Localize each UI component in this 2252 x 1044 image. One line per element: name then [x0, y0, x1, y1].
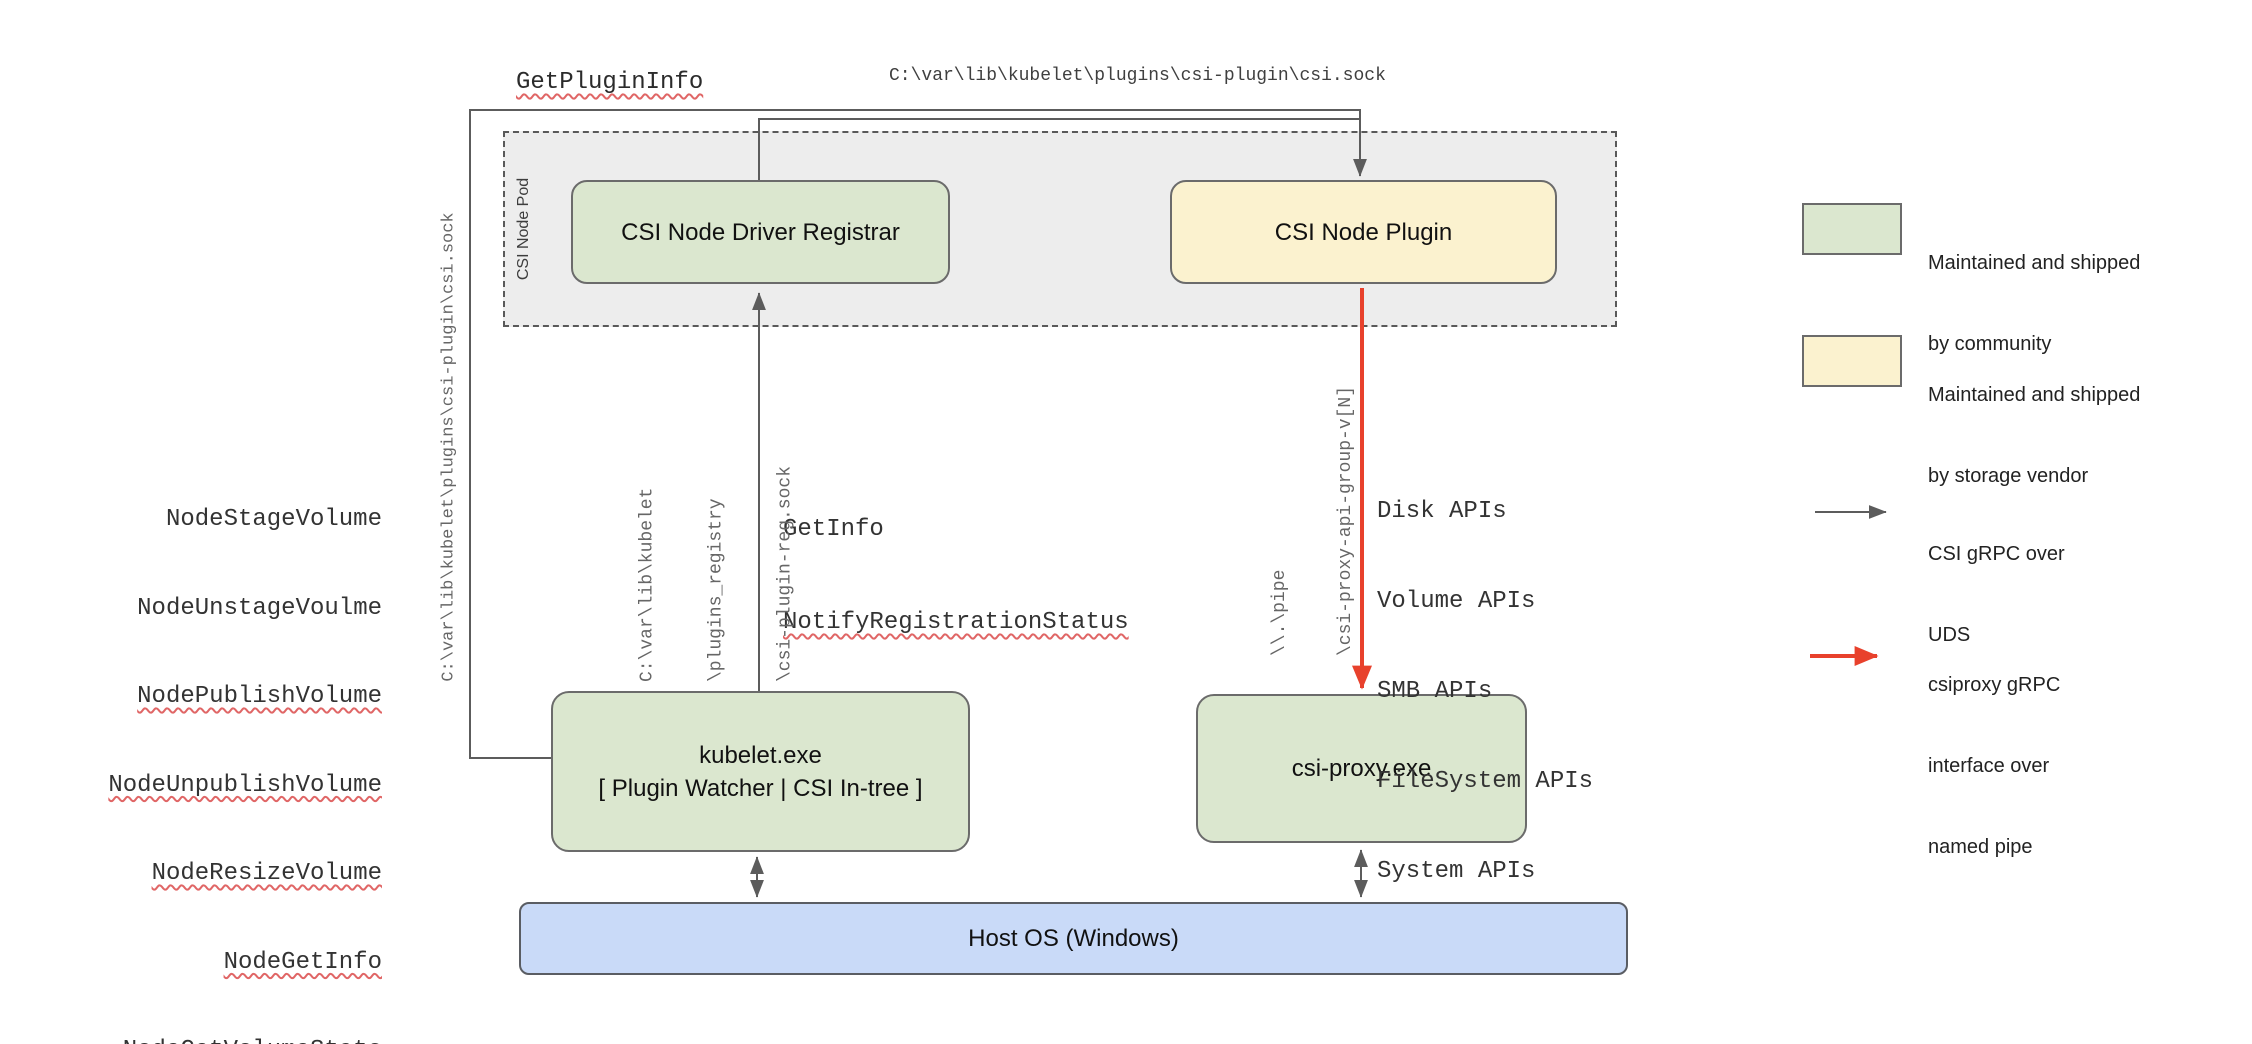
proxy-api: Disk APIs — [1377, 498, 1507, 525]
csi-proxy-label: csi-proxy.exe — [1291, 755, 1432, 782]
plugin-registry-path-line: \csi-plugin-reg.sock — [775, 465, 796, 683]
node-plugin-box: CSI Node Plugin — [1170, 180, 1557, 284]
legend-vendor-line2: by storage vendor — [1928, 465, 2089, 487]
uds-line-registrar-to-plugin — [758, 118, 1359, 180]
node-plugin-label: CSI Node Plugin — [1274, 218, 1453, 246]
legend-community-line1: Maintained and shipped — [1928, 252, 2141, 274]
kubelet-label-line1: kubelet.exe — [699, 741, 822, 769]
proxy-api: FileSystem APIs — [1377, 768, 1594, 795]
node-method: NodeUnpublishVolume — [108, 771, 382, 799]
proxy-api: Volume APIs — [1377, 588, 1536, 615]
proxy-api-list: Disk APIs Volume APIs SMB APIs FileSyste… — [1377, 437, 1593, 947]
node-registrar-box: CSI Node Driver Registrar — [571, 180, 950, 284]
legend-namedpipe-text: csiproxy gRPC interface over named pipe — [1928, 618, 2060, 915]
csi-node-pod-label: CSI Node Pod — [515, 177, 532, 281]
legend-namedpipe-line2: interface over — [1928, 755, 2050, 777]
uds-arrow-kubelet-to-plugin — [469, 109, 1367, 759]
node-method: NodeGetInfo — [223, 948, 382, 976]
proxy-api: SMB APIs — [1377, 678, 1493, 705]
named-pipe-path-label: \\.\pipe \csi-proxy-api-group-v[N] — [1225, 386, 1401, 656]
plugin-registry-path-label: C:\var\lib\kubelet \plugins_registry \cs… — [591, 466, 844, 682]
registration-rpc-labels: GetInfo NotifyRegistrationStatus — [783, 452, 1129, 700]
csi-sock-path-left-label: C:\var\lib\kubelet\plugins\csi-plugin\cs… — [439, 212, 459, 682]
kubelet-label-line2: [ Plugin Watcher | CSI In-tree ] — [598, 774, 923, 802]
node-method: NodeStageVolume — [165, 506, 382, 533]
node-method: NodeResizeVolume — [151, 860, 382, 887]
named-pipe-path-line: \\.\pipe — [1270, 569, 1290, 657]
node-method: NodePublishVolume — [137, 683, 382, 710]
legend-vendor-swatch — [1802, 335, 1902, 387]
legend-uds-text: CSI gRPC over UDS — [1928, 487, 2065, 703]
host-os-label: Host OS (Windows) — [968, 925, 1179, 952]
node-methods-list: NodeStageVolume NodeUnstageVoulme NodePu… — [60, 446, 382, 1044]
legend-uds-line2: UDS — [1928, 624, 1971, 646]
legend-namedpipe-line3: named pipe — [1928, 836, 2033, 858]
proxy-api: System APIs — [1377, 858, 1536, 885]
legend-community-text: Maintained and shipped by community — [1928, 196, 2140, 412]
legend-vendor-line1: Maintained and shipped — [1928, 384, 2141, 406]
legend-community-line2: by community — [1928, 333, 2052, 355]
legend-uds-line1: CSI gRPC over — [1928, 543, 2065, 565]
node-method: NodeGetVolumeStats — [60, 1036, 382, 1044]
csi-sock-path-top-label: C:\var\lib\kubelet\plugins\csi-plugin\cs… — [889, 66, 1386, 86]
named-pipe-path-line: \csi-proxy-api-group-v[N] — [1336, 385, 1356, 657]
plugin-registry-path-line: \plugins_registry — [706, 498, 727, 683]
legend-namedpipe-line1: csiproxy gRPC — [1928, 674, 2061, 696]
host-os-box: Host OS (Windows) — [519, 902, 1628, 975]
kubelet-box: kubelet.exe [ Plugin Watcher | CSI In-tr… — [551, 691, 970, 852]
legend-vendor-text: Maintained and shipped by storage vendor — [1928, 328, 2140, 544]
csi-proxy-box: csi-proxy.exe — [1196, 694, 1527, 843]
get-plugin-info-label: GetPluginInfo — [516, 69, 704, 96]
get-info-label: GetInfo — [783, 516, 884, 543]
node-method: NodeUnstageVoulme — [137, 594, 382, 622]
plugin-registry-path-line: C:\var\lib\kubelet — [637, 487, 658, 683]
node-registrar-label: CSI Node Driver Registrar — [621, 218, 900, 246]
notify-registration-status-label: NotifyRegistrationStatus — [783, 609, 1129, 636]
legend-community-swatch — [1802, 203, 1902, 255]
